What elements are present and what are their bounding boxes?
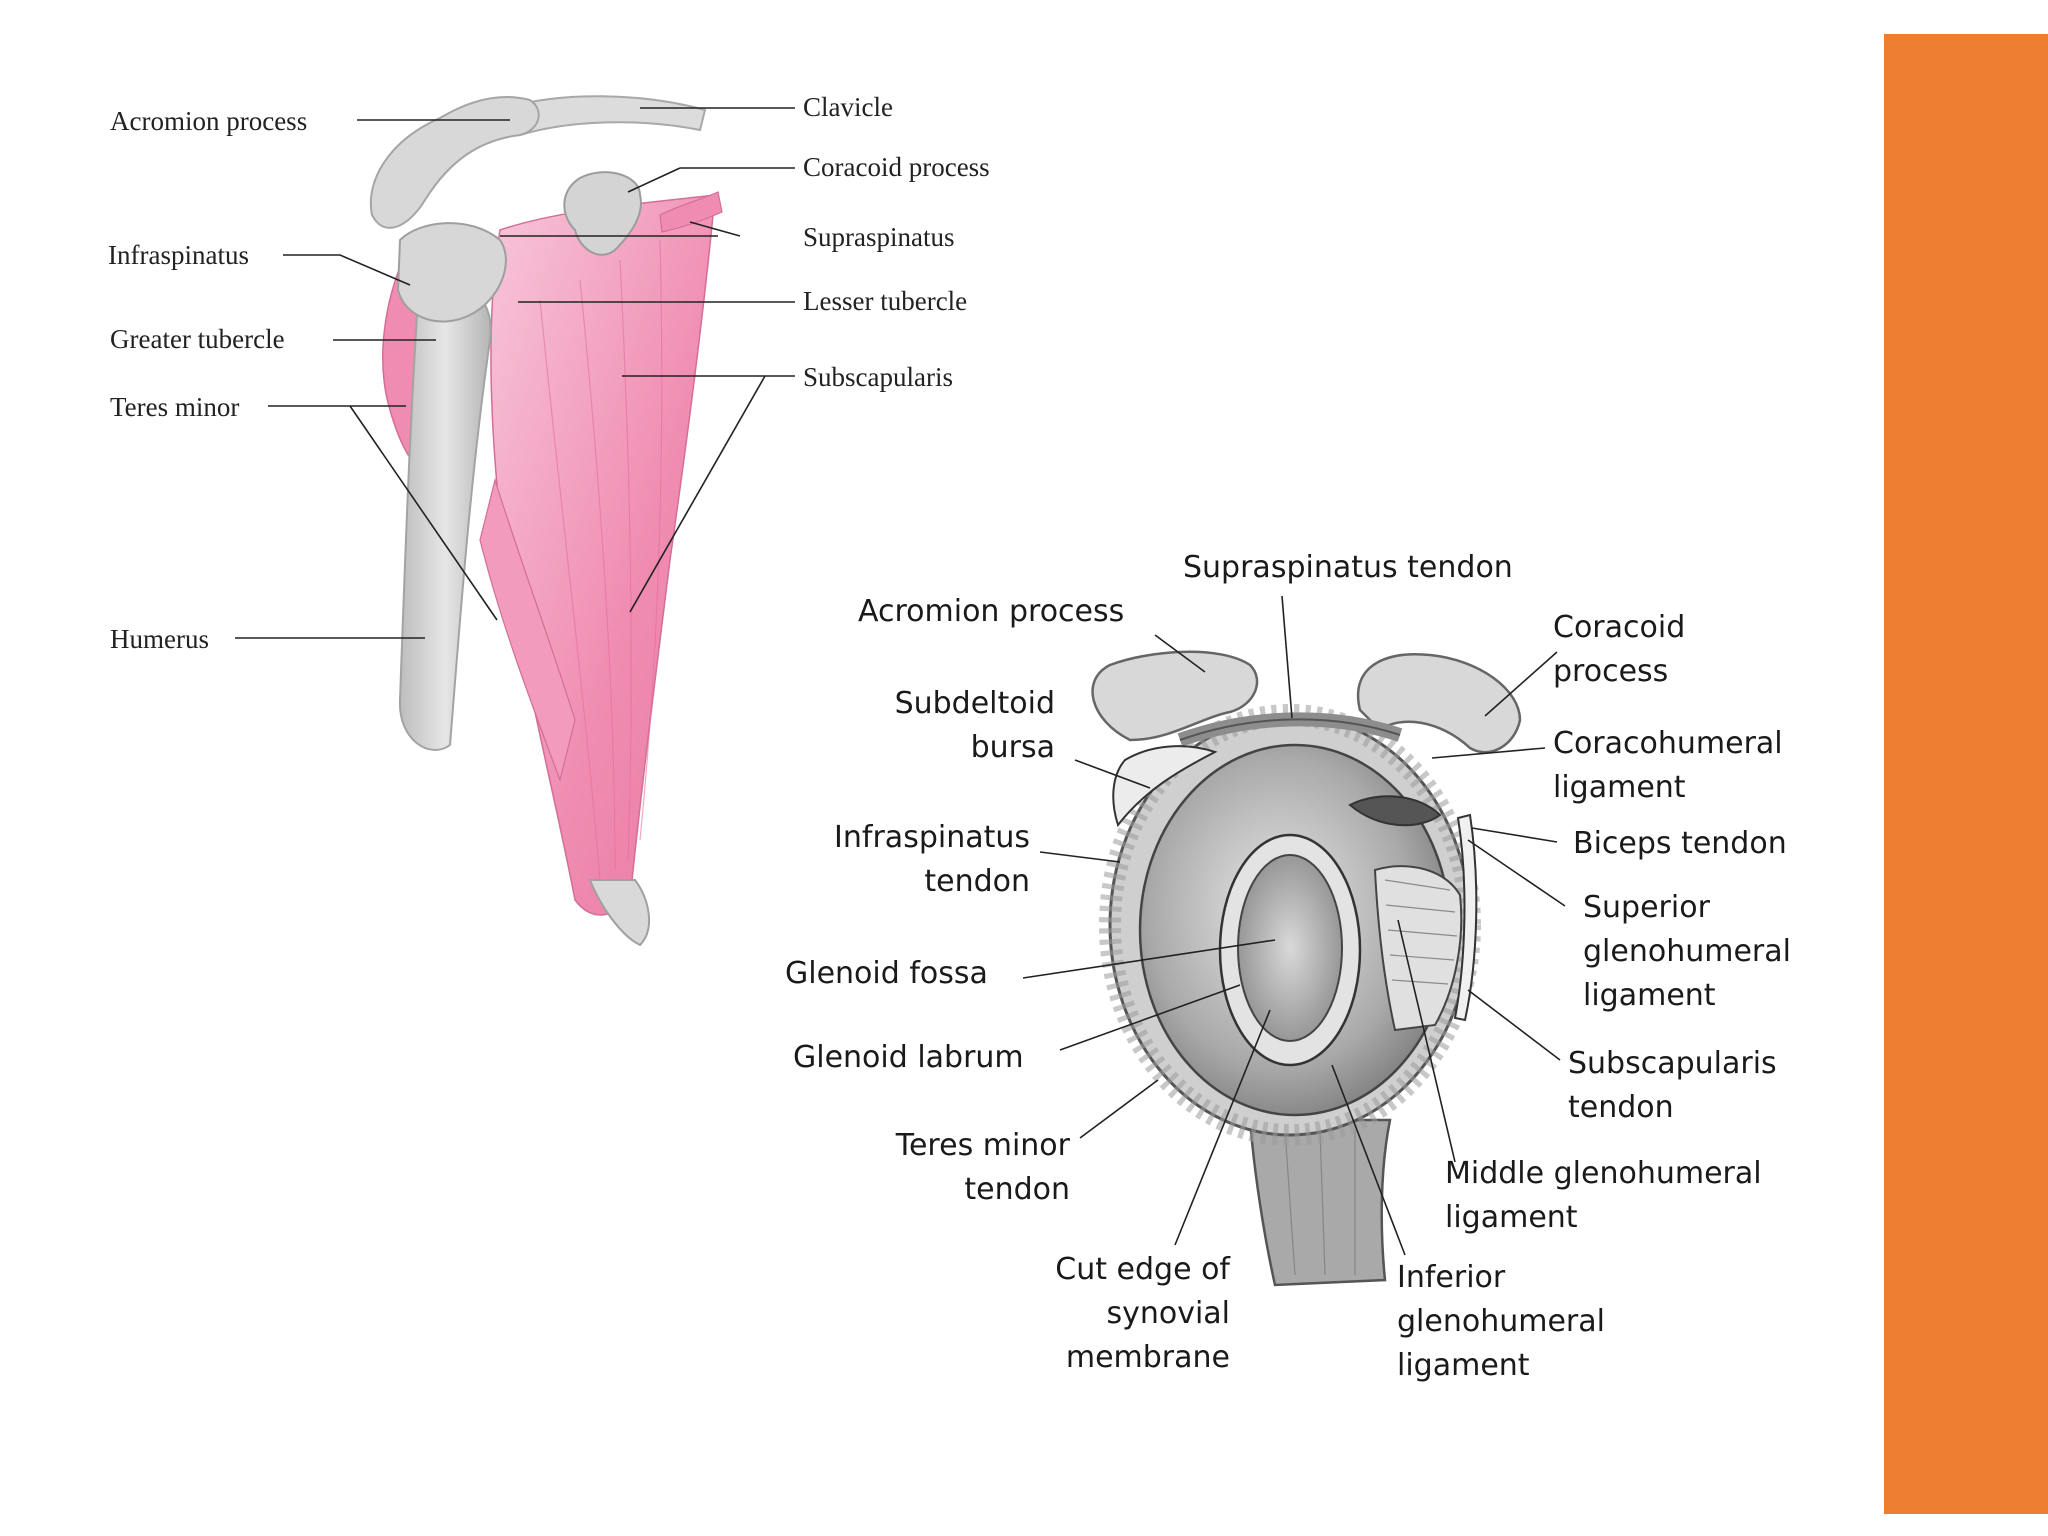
label-b-glenoid-labrum: Glenoid labrum	[793, 1040, 1024, 1075]
label-b-teres-minor-tendon: Teres minor tendon	[895, 1128, 1070, 1207]
label-b-acromion-process: Acromion process	[858, 594, 1125, 629]
label-b-coracoid-process: Coracoid process	[1553, 610, 1686, 689]
label-a-subscapularis: Subscapularis	[803, 362, 953, 392]
label-b-subscapularis-tendon: Subscapularis tendon	[1568, 1046, 1777, 1125]
label-a-lesser-tubercle: Lesser tubercle	[803, 286, 968, 316]
label-a-teres-minor: Teres minor	[110, 392, 240, 422]
label-a-clavicle: Clavicle	[803, 92, 893, 122]
label-a-greater-tubercle: Greater tubercle	[110, 324, 285, 354]
label-b-glenoid-fossa: Glenoid fossa	[785, 956, 988, 991]
label-b-inferior-glenohumeral-ligament: Inferior glenohumeral ligament	[1397, 1260, 1605, 1383]
label-b-cut-edge-synovial-membrane: Cut edge of synovial membrane	[1055, 1252, 1230, 1375]
label-b-coracohumeral-ligament: Coracohumeral ligament	[1553, 726, 1783, 805]
accent-bar	[1884, 34, 2048, 1514]
label-b-superior-glenohumeral-ligament: Superior glenohumeral ligament	[1583, 890, 1791, 1013]
label-b-supraspinatus-tendon: Supraspinatus tendon	[1183, 550, 1513, 585]
label-b-subdeltoid-bursa: Subdeltoid bursa	[894, 686, 1055, 765]
figure-b-illustration	[1022, 595, 1566, 1287]
label-a-supraspinatus: Supraspinatus	[803, 222, 955, 252]
figure-a-illustration	[235, 95, 795, 947]
label-a-acromion-process: Acromion process	[110, 106, 308, 136]
label-a-infraspinatus: Infraspinatus	[108, 240, 249, 270]
label-b-biceps-tendon: Biceps tendon	[1573, 826, 1787, 861]
label-b-infraspinatus-tendon: Infraspinatus tendon	[834, 820, 1030, 899]
label-a-humerus: Humerus	[110, 624, 209, 654]
label-a-coracoid-process: Coracoid process	[803, 152, 990, 182]
label-b-middle-glenohumeral-ligament: Middle glenohumeral ligament	[1445, 1156, 1762, 1235]
